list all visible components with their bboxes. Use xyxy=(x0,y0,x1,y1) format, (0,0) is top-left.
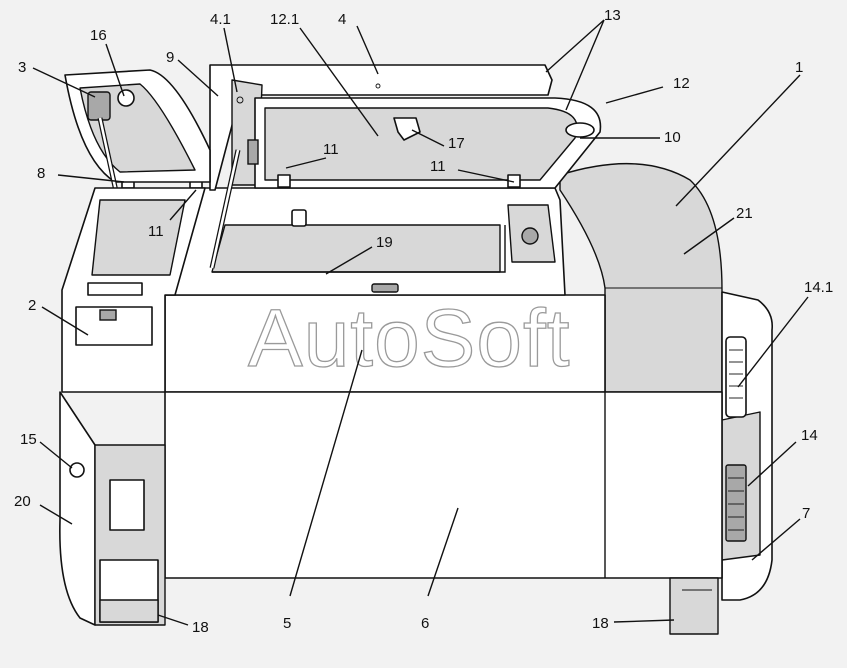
latch-plate xyxy=(87,282,143,296)
callout-18-right: 18 xyxy=(592,615,609,632)
left-door xyxy=(59,391,96,626)
vent-grille-lower xyxy=(725,464,747,542)
callout-20: 20 xyxy=(14,493,31,510)
callout-12: 12 xyxy=(673,75,690,92)
lid-liner xyxy=(264,107,578,181)
callout-1: 1 xyxy=(795,59,803,76)
handle xyxy=(371,283,399,293)
callout-4: 4 xyxy=(338,11,346,28)
callout-6: 6 xyxy=(421,615,429,632)
clip-icon xyxy=(507,174,521,188)
vent-grille-upper xyxy=(725,336,747,418)
callout-16: 16 xyxy=(90,27,107,44)
callout-12-1: 12.1 xyxy=(270,11,299,28)
cap-icon xyxy=(117,89,135,107)
callout-11-right: 11 xyxy=(430,158,446,175)
strut-top xyxy=(247,139,259,165)
callout-19: 19 xyxy=(376,234,393,251)
lid-catch xyxy=(393,117,421,141)
callout-15: 15 xyxy=(20,431,37,448)
callout-11-left: 11 xyxy=(148,223,164,240)
foot-right xyxy=(669,577,719,635)
callout-7: 7 xyxy=(802,505,810,522)
callout-18-left: 18 xyxy=(192,619,209,636)
clip-icon xyxy=(277,174,291,188)
lid-hinge-icon xyxy=(565,122,595,138)
back-lid xyxy=(209,64,553,191)
door-lock-icon xyxy=(69,462,85,478)
latch-block xyxy=(291,209,307,227)
filler-cap-icon xyxy=(521,227,539,245)
lock-icon xyxy=(99,309,117,321)
callout-21: 21 xyxy=(736,205,753,222)
leader-lines xyxy=(32,19,809,626)
callout-13: 13 xyxy=(604,7,621,24)
callout-2: 2 xyxy=(28,297,36,314)
callout-3: 3 xyxy=(18,59,26,76)
callout-10: 10 xyxy=(664,129,681,146)
callout-9: 9 xyxy=(166,49,174,66)
top-opening xyxy=(211,224,501,273)
callout-8: 8 xyxy=(37,165,45,182)
callout-5: 5 xyxy=(283,615,291,632)
seal-strip xyxy=(212,225,506,273)
callout-14-1: 14.1 xyxy=(804,279,833,296)
callout-17: 17 xyxy=(448,135,465,152)
holder-icon xyxy=(87,91,111,121)
foot-left xyxy=(99,599,159,623)
callout-14: 14 xyxy=(801,427,818,444)
callout-4-1: 4.1 xyxy=(210,11,231,28)
right-cowl xyxy=(559,163,723,393)
callout-11-mid: 11 xyxy=(323,141,339,158)
watermark: AutoSoft xyxy=(248,293,571,384)
door-hinge-icon xyxy=(109,479,145,531)
